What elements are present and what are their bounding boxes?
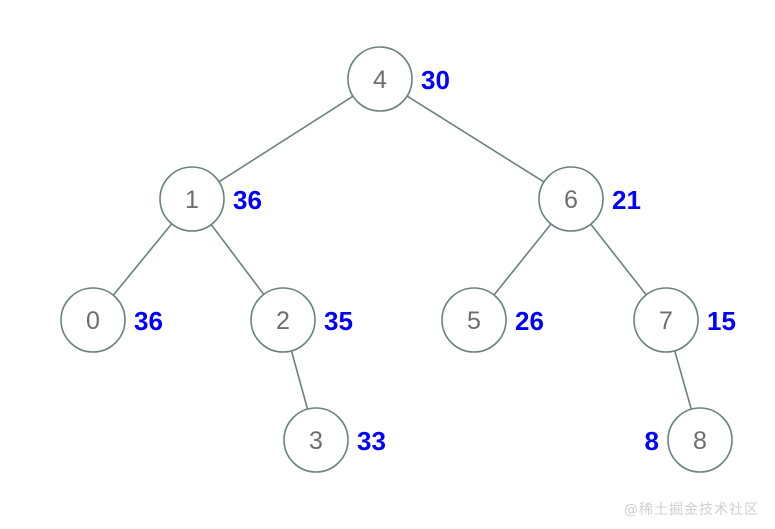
node-circle-5[interactable] (441, 287, 507, 353)
tree-edge-7-8 (673, 350, 693, 410)
node-circle-7[interactable] (633, 287, 699, 353)
node-id-label-0: 0 (86, 307, 100, 335)
tree-edge-6-7 (590, 223, 647, 296)
node-value-label-1: 36 (233, 185, 262, 215)
tree-node-4[interactable]: 4 30 (347, 46, 450, 112)
tree-node-0[interactable]: 0 36 (60, 287, 163, 353)
node-value-label-2: 35 (324, 306, 353, 336)
node-circle-3[interactable] (283, 407, 349, 473)
node-id-label-3: 3 (309, 427, 323, 455)
tree-edge-6-5 (493, 223, 552, 296)
node-value-label-4: 30 (421, 65, 450, 95)
tree-node-8[interactable]: 88 (645, 407, 733, 473)
node-value-label-6: 21 (612, 185, 641, 215)
node-value-label-8: 8 (645, 426, 659, 456)
tree-edge-4-6 (406, 95, 545, 183)
node-circle-6[interactable] (538, 166, 604, 232)
node-id-label-8: 8 (693, 427, 707, 455)
node-id-label-1: 1 (185, 186, 199, 214)
node-id-label-4: 4 (373, 66, 387, 94)
tree-edge-4-1 (218, 95, 354, 183)
node-value-label-0: 36 (134, 306, 163, 336)
node-value-label-5: 26 (515, 306, 544, 336)
watermark-text: @稀土掘金技术社区 (624, 502, 759, 518)
node-circle-4[interactable] (347, 46, 413, 112)
node-circle-1[interactable] (159, 166, 225, 232)
node-id-label-2: 2 (276, 307, 290, 335)
tree-node-1[interactable]: 1 36 (159, 166, 262, 232)
node-circle-0[interactable] (60, 287, 126, 353)
node-id-label-7: 7 (659, 307, 673, 335)
node-circle-8[interactable] (667, 407, 733, 473)
node-circle-2[interactable] (250, 287, 316, 353)
tree-edges-group (112, 95, 693, 410)
node-id-label-6: 6 (564, 186, 578, 214)
tree-edge-1-2 (210, 224, 265, 295)
node-id-label-5: 5 (467, 307, 481, 335)
tree-node-5[interactable]: 5 26 (441, 287, 544, 353)
tree-node-6[interactable]: 6 21 (538, 166, 641, 232)
tree-edge-1-0 (112, 223, 173, 296)
tree-edge-2-3 (290, 350, 309, 410)
node-value-label-3: 33 (357, 426, 386, 456)
tree-node-7[interactable]: 7 15 (633, 287, 736, 353)
node-value-label-7: 15 (707, 306, 736, 336)
tree-node-2[interactable]: 2 35 (250, 287, 353, 353)
